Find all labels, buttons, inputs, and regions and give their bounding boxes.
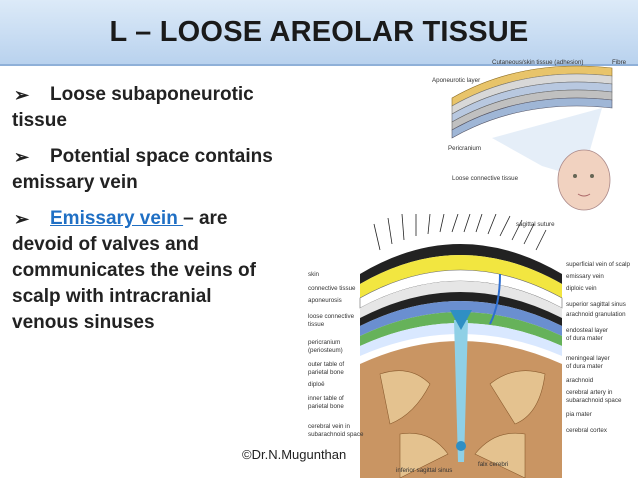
bullet-text: Potential space contains: [50, 146, 273, 167]
figure-label: (periosteum): [308, 347, 343, 354]
figure-label: Cutaneous/skin tissue (adhesion): [492, 59, 584, 66]
figure-label: Fibre: [612, 59, 627, 66]
figure-label: skin: [308, 271, 320, 278]
bullet-item: ➢ Potential space contains emissary vein: [10, 144, 330, 196]
bullet-text: communicates the veins of: [12, 260, 256, 281]
bullet-text: Loose subaponeurotic: [50, 84, 254, 105]
figure-label: pericranium: [308, 339, 340, 346]
author-credit: ©Dr.N.Mugunthan: [242, 447, 347, 462]
bullet-text: scalp with intracranial: [12, 286, 212, 307]
scalp-layers-illustration: Cutaneous/skin tissue (adhesion) Fibre A…: [432, 59, 627, 211]
figure-label: inner table of: [308, 395, 344, 402]
figure-label: endosteal layer: [566, 327, 608, 334]
figure-label: sagittal suture: [516, 221, 555, 228]
figure-label: falx cerebri: [478, 461, 508, 468]
figure-label: subarachnoid space: [566, 397, 622, 404]
figure-label: Aponeurotic layer: [432, 77, 480, 84]
figure-label: Pericranium: [448, 145, 481, 152]
arrow-bullet-icon: ➢: [14, 85, 30, 105]
figure-label: superior sagittal sinus: [566, 301, 626, 308]
figure-label: inferior sagittal sinus: [396, 467, 452, 474]
bullet-item: ➢ Emissary vein – are devoid of valves a…: [10, 206, 330, 336]
head-icon: [557, 149, 611, 211]
figure-label: of dura mater: [566, 363, 603, 370]
figure-label: arachnoid granulation: [566, 311, 626, 318]
figure-label: aponeurosis: [308, 297, 342, 304]
bullet-text: venous sinuses: [12, 312, 155, 333]
figure-label: connective tissue: [308, 285, 356, 292]
figure-label: arachnoid: [566, 377, 594, 384]
figure-label: tissue: [308, 321, 325, 328]
figure-label: outer table of: [308, 361, 344, 368]
figure-label: of dura mater: [566, 335, 603, 342]
title-bar: L – LOOSE AREOLAR TISSUE: [0, 0, 638, 66]
figure-label: emissary vein: [566, 273, 604, 280]
bullet-text: tissue: [12, 110, 67, 131]
bullet-text: emissary vein: [12, 172, 138, 193]
figure-label: cerebral vein in: [308, 423, 351, 430]
left-label-group: skin connective tissue aponeurosis loose…: [308, 271, 364, 438]
figure-label: subarachnoid space: [308, 431, 364, 438]
figure-label: pia mater: [566, 411, 592, 418]
figure-label: diploic vein: [566, 285, 597, 292]
bullet-text: – are: [183, 208, 228, 229]
arrow-bullet-icon: ➢: [14, 147, 30, 167]
figure-label: diploë: [308, 381, 325, 388]
figure-label: superficial vein of scalp: [566, 261, 631, 268]
figure-label: Loose connective tissue: [452, 175, 519, 182]
figure-label: parietal bone: [308, 369, 344, 376]
figure-label: loose connective: [308, 313, 355, 320]
emissary-vein-link[interactable]: Emissary vein: [50, 208, 184, 229]
arrow-bullet-icon: ➢: [14, 209, 30, 229]
bullet-list: ➢ Loose subaponeurotic tissue ➢ Potentia…: [10, 82, 330, 346]
slide-title: L – LOOSE AREOLAR TISSUE: [109, 15, 529, 48]
figure-label: meningeal layer: [566, 355, 610, 362]
figure-label: cerebral cortex: [566, 427, 608, 434]
figure-label: parietal bone: [308, 403, 344, 410]
bullet-text: devoid of valves and: [12, 234, 199, 255]
right-label-group: superficial vein of scalp emissary vein …: [566, 261, 631, 434]
bullet-item: ➢ Loose subaponeurotic tissue: [10, 82, 330, 134]
figure-label: cerebral artery in: [566, 389, 613, 396]
meninges-section-illustration: skin connective tissue aponeurosis loose…: [308, 214, 631, 478]
